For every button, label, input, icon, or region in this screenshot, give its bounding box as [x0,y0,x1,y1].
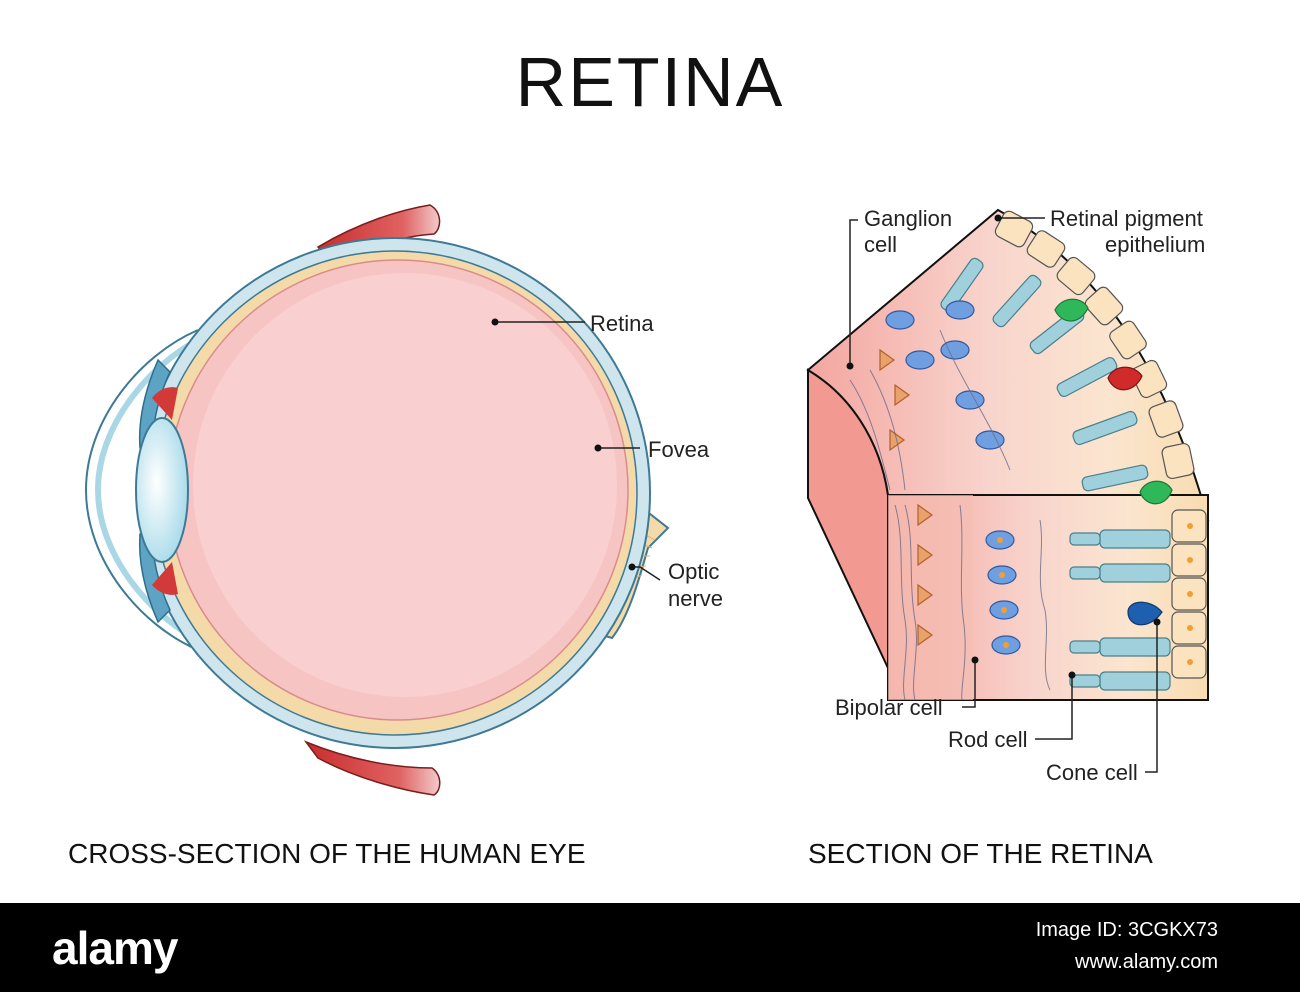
label-optic-line1: Optic [668,559,720,584]
label-ganglion-line1: Ganglion [864,206,953,231]
retina-section [806,208,1210,773]
caption-retina: SECTION OF THE RETINA [808,838,1153,869]
cone-cell-green-2 [1139,480,1173,505]
label-fovea: Fovea [648,437,710,462]
label-retina: Retina [590,311,654,336]
muscle-bottom [303,740,441,796]
footer-site: www.alamy.com [1075,951,1218,973]
footer-bar: alamy Image ID: 3CGKX73 www.alamy.com [0,903,1300,992]
cone-cell-red [1107,366,1143,391]
label-bipolar: Bipolar cell [835,695,943,720]
cone-pointer [1145,622,1158,773]
label-rpe-line2: epithelium [1105,232,1206,257]
nerve-fibers [849,329,1051,701]
label-rpe-line1: Retinal pigment [1050,206,1203,231]
rod-cells-top [940,257,1149,492]
rpe-cells-top [994,210,1195,480]
eye-cross-section [84,204,670,796]
label-cone: Cone cell [1046,760,1138,785]
rod-pointer [1035,675,1073,740]
cone-cell-blue [1127,601,1163,626]
rod-cells-front [1069,529,1171,691]
vitreous-body [193,273,617,697]
ganglion-cells [879,348,934,647]
cone-cell-green-1 [1054,298,1089,322]
label-ganglion-line2: cell [864,232,898,257]
footer-image-id: Image ID: 3CGKX73 [1035,919,1218,941]
label-optic-line2: nerve [668,586,724,611]
label-rod: Rod cell [948,727,1028,752]
ganglion-pointer [849,219,858,366]
footer-brand: alamy [52,922,178,974]
lens [135,417,189,563]
diagram-title: RETINA [515,43,785,121]
caption-eye: CROSS-SECTION OF THE HUMAN EYE [68,838,586,869]
bipolar-pointer [962,660,976,708]
